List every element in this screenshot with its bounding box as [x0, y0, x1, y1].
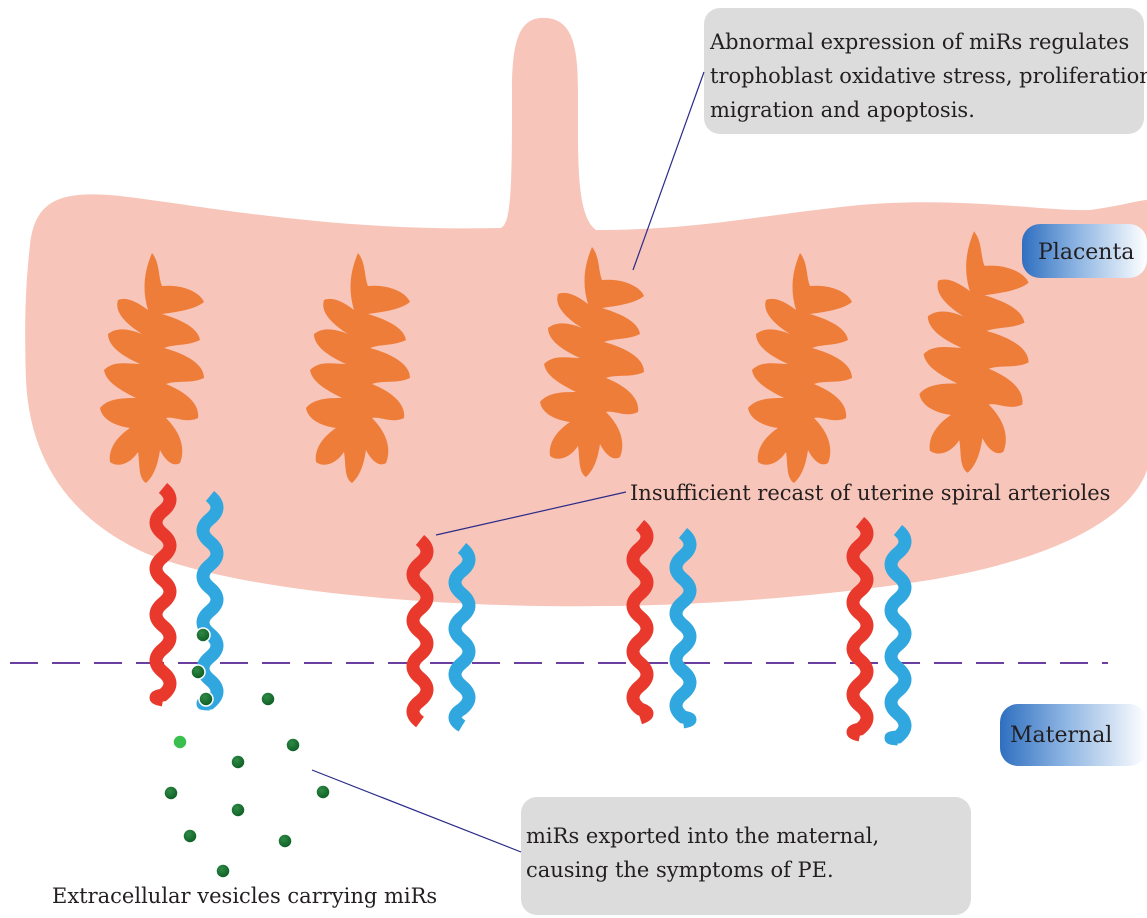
arteriole-note: Insufficient recast of uterine spiral ar… — [630, 481, 1110, 505]
bottom-callout-box — [521, 797, 971, 915]
vesicle-dot — [173, 735, 187, 749]
top-callout-line-3: migration and apoptosis. — [710, 98, 975, 122]
maternal-tag-label: Maternal — [1010, 723, 1112, 748]
vesicle-dot — [286, 738, 300, 752]
vesicle-dot — [231, 803, 245, 817]
vesicle-dot — [231, 755, 245, 769]
vesicle-dot — [316, 785, 330, 799]
vesicle-dot — [196, 628, 210, 642]
vesicles-caption: Extracellular vesicles carrying miRs — [52, 884, 437, 908]
vein-2 — [455, 548, 469, 726]
vesicle-dot — [216, 864, 230, 878]
vesicle-dot — [278, 834, 292, 848]
vesicle-dot — [164, 786, 178, 800]
top-callout-line-1: Abnormal expression of miRs regulates — [709, 30, 1129, 54]
artery-2 — [413, 540, 427, 722]
vesicle-dot — [183, 829, 197, 843]
vesicle-dot — [261, 692, 275, 706]
extracellular-vesicles — [164, 628, 330, 878]
vesicle-dot — [199, 692, 213, 706]
placenta-tag-label: Placenta — [1038, 240, 1134, 265]
bottom-callout-line-1: miRs exported into the maternal, — [526, 824, 879, 848]
bottom-callout-leader — [312, 770, 521, 852]
vesicle-dot — [191, 665, 205, 679]
top-callout-line-2: trophoblast oxidative stress, proliferat… — [710, 64, 1147, 88]
bottom-callout-line-2: causing the symptoms of PE. — [526, 858, 834, 882]
